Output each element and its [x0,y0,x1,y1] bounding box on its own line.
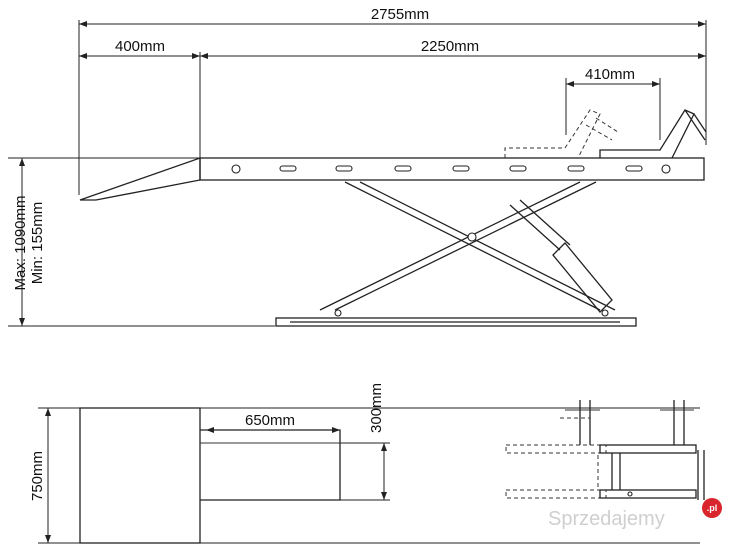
wheel-clamp-top-view [505,400,705,500]
cutout [200,427,341,501]
dim-line-total-length [78,20,707,195]
watermark-badge-text: .pl [707,503,718,513]
dim-clamp-offset-label: 410mm [585,66,635,83]
platform-deck [199,157,705,181]
wheel-clamp-alt-position [504,109,619,159]
dim-cutout-length-label: 650mm [245,412,295,429]
wheel-clamp [599,109,707,159]
dim-height-max-label: Max: 1090mm [12,195,29,290]
watermark-text: Sprzedajemy [548,508,665,530]
dim-height-min-label: Min: 155mm [29,202,46,285]
loading-ramp [79,157,201,201]
dim-line-height [8,157,275,327]
watermark: Sprzedajemy .pl [548,498,722,530]
scissor-mechanism [319,181,616,317]
side-view: 2755mm 400mm 2250mm 410mm [8,6,707,327]
base-frame [275,317,637,327]
ramp-top-view [79,407,201,544]
top-view: 750mm 650mm 300mm [29,383,705,544]
dim-platform-length-label: 2250mm [421,38,479,55]
dim-total-length-label: 2755mm [371,6,429,23]
dim-platform-width-label: 750mm [29,451,46,501]
dim-ramp-length-label: 400mm [115,38,165,55]
dim-line-clamp-offset [565,78,661,140]
dim-line-ramp-platform [79,52,706,160]
watermark-badge-icon [702,498,722,518]
dim-cutout-width-label: 300mm [368,383,385,433]
dim-line-cutout-width [340,442,390,501]
deck-slots [231,164,671,174]
hydraulic-cylinder [509,199,613,313]
